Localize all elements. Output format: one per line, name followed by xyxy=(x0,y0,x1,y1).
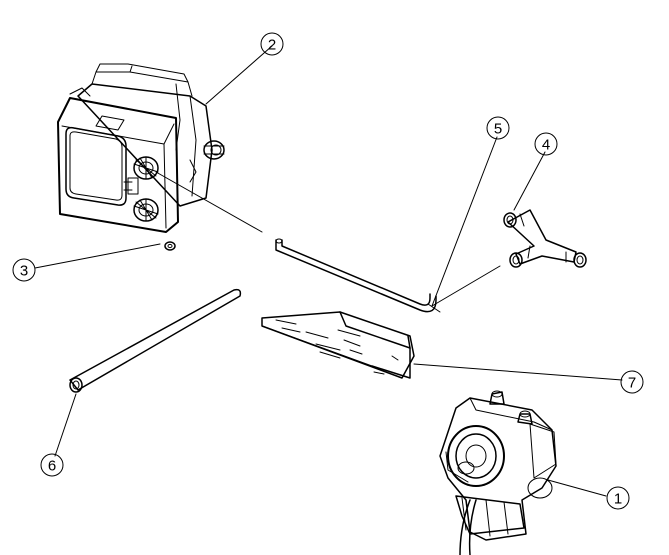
callout-6: 6 xyxy=(40,453,64,477)
callout-1-label: 1 xyxy=(614,491,622,508)
part-bracket xyxy=(261,311,415,379)
part-pump xyxy=(439,390,557,555)
callout-1: 1 xyxy=(606,486,630,510)
leader-5 xyxy=(431,136,498,307)
callout-6-label: 6 xyxy=(48,458,56,475)
callout-5-label: 5 xyxy=(494,121,502,138)
callout-7-label: 7 xyxy=(628,375,636,392)
leader-1 xyxy=(547,479,607,497)
callout-5: 5 xyxy=(486,116,510,140)
leader-6 xyxy=(54,393,77,457)
callout-2: 2 xyxy=(260,32,284,56)
leader-2 xyxy=(205,45,273,105)
leader-5b xyxy=(431,265,501,307)
part-controller-enclosure xyxy=(57,63,225,233)
callout-7: 7 xyxy=(620,370,644,394)
gland-side xyxy=(203,140,225,160)
part-straight-tube xyxy=(69,288,242,393)
gland-upper xyxy=(133,156,159,180)
leader-lines xyxy=(34,45,623,497)
callout-3-label: 3 xyxy=(20,263,28,280)
callout-2-label: 2 xyxy=(268,37,276,54)
callout-4-label: 4 xyxy=(542,137,550,154)
leader-7 xyxy=(413,363,623,381)
part-washer xyxy=(164,241,176,251)
callout-3: 3 xyxy=(12,258,36,282)
part-bent-tube xyxy=(275,238,441,313)
cable-line xyxy=(155,171,263,233)
part-tee-fitting xyxy=(503,209,587,268)
leader-4 xyxy=(513,151,546,211)
gland-lower xyxy=(133,198,159,222)
leader-3 xyxy=(34,243,161,269)
callout-4: 4 xyxy=(534,132,558,156)
